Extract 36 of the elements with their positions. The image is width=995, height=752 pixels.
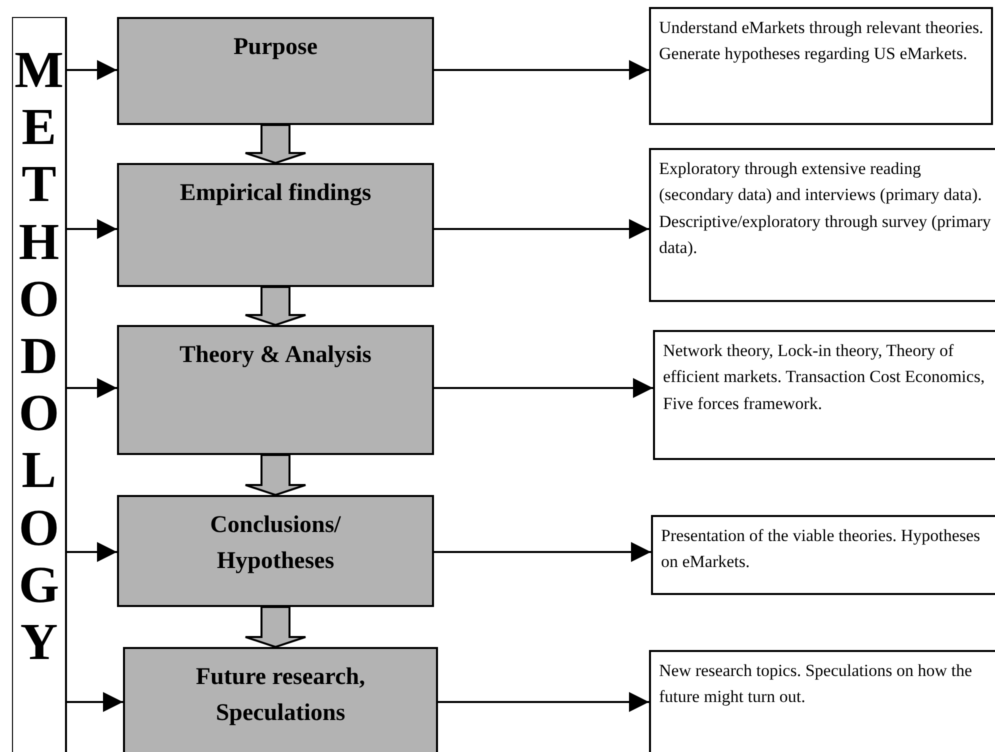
arrow — [434, 219, 649, 239]
description-text: Presentation of the viable theories. Hypotheses on eMarkets. — [661, 525, 982, 574]
arrow — [67, 692, 123, 712]
vertical-title: METHODOLOGY — [13, 42, 65, 673]
process-box — [123, 647, 438, 752]
description-box — [649, 148, 995, 302]
description-text: Exploratory through extensive reading (secondary data) and interviews (primary data). Descriptive/exploratory through survey (primary data). — [659, 158, 992, 260]
step-title: Conclusions/ Hypotheses — [209, 511, 342, 576]
arrow — [67, 60, 117, 80]
description-text: Network theory, Lock-in theory, Theory of efficient markets. Transaction Cost Economics, Five forces framework. — [663, 340, 986, 415]
process-box — [117, 325, 434, 455]
arrow — [67, 378, 117, 398]
process-box — [117, 17, 434, 125]
arrow — [438, 692, 649, 712]
description-text: Understand eMarkets through relevant theories. Generate hypotheses regarding US eMarkets. — [659, 17, 984, 66]
process-box — [117, 495, 434, 607]
description-box — [651, 515, 995, 595]
step-title: Theory & Analysis — [178, 341, 373, 370]
step-title: Empirical findings — [178, 179, 372, 208]
arrow — [434, 378, 653, 398]
description-box — [649, 7, 993, 125]
block-arrow — [244, 454, 306, 496]
arrow — [434, 60, 649, 80]
description-text: New research topics. Speculations on how the future might turn out. — [659, 660, 973, 708]
block-arrow — [244, 124, 306, 164]
arrow — [67, 542, 117, 562]
process-box — [117, 163, 434, 287]
vertical-label-box — [12, 17, 67, 752]
description-box — [649, 650, 995, 752]
block-arrow — [244, 606, 306, 648]
arrow — [434, 542, 651, 562]
step-title: Future research, Speculations — [194, 663, 366, 728]
step-title: Purpose — [232, 33, 318, 62]
description-box — [653, 330, 995, 460]
block-arrow — [244, 286, 306, 326]
arrow — [67, 219, 117, 239]
